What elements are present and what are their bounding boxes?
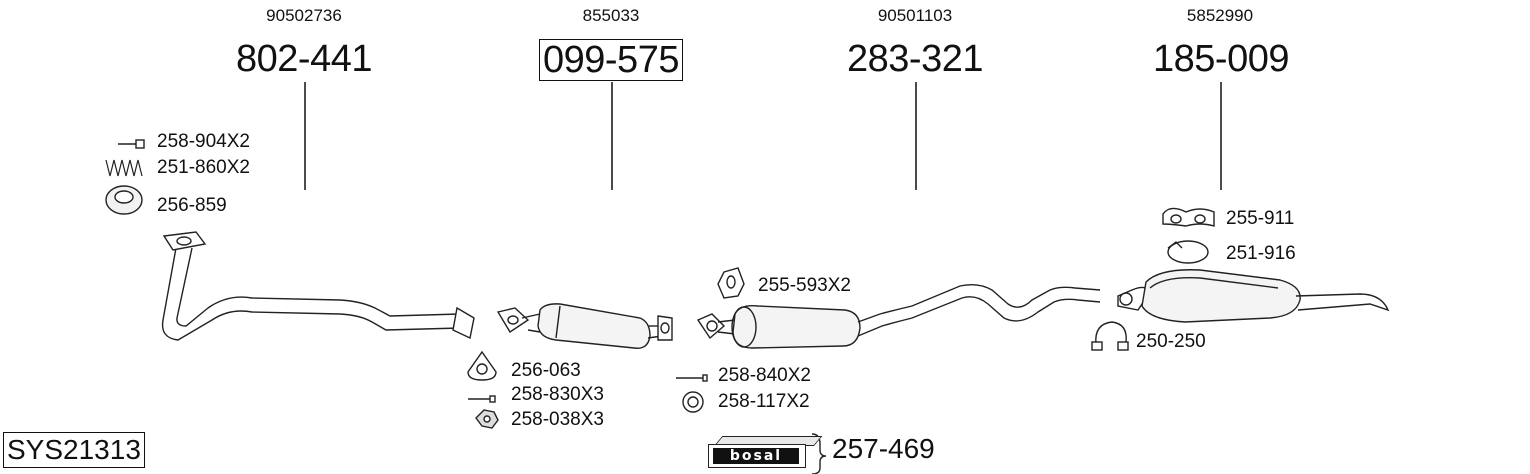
catalytic-converter — [496, 303, 673, 349]
label-spring[interactable]: 251-860X2 — [157, 157, 250, 178]
rubber-mount-icon — [717, 267, 745, 299]
oe-number-middle-silencer: 90501103 — [877, 6, 953, 25]
spring-icon — [105, 159, 143, 177]
leader-lines — [304, 82, 1222, 190]
part-number-front-pipe[interactable]: 802-441 — [236, 38, 372, 80]
label-ring-middle[interactable]: 258-117X2 — [718, 391, 810, 412]
oe-number-rear-silencer: 5852990 — [1186, 6, 1254, 25]
label-bolt-catalyst[interactable]: 258-830X3 — [511, 384, 604, 405]
bolt-icon-middle — [676, 374, 708, 382]
rear-silencer — [1117, 269, 1390, 323]
oe-number-catalyst: 855033 — [582, 6, 640, 25]
label-nut-catalyst[interactable]: 258-038X3 — [511, 409, 604, 430]
gasket-icon-catalyst — [467, 350, 497, 381]
part-number-rear-silencer[interactable]: 185-009 — [1153, 38, 1289, 80]
clamp-icon-connect — [1091, 321, 1129, 351]
kit-part-number[interactable]: 257-469 — [832, 433, 935, 464]
oe-number-front-pipe: 90502736 — [266, 6, 342, 25]
label-rubber-mount[interactable]: 255-593X2 — [758, 275, 851, 296]
part-number-middle-silencer[interactable]: 283-321 — [847, 38, 983, 80]
part-number-catalyst[interactable]: 099-575 — [539, 39, 683, 81]
clamp-icon-rear — [1167, 240, 1209, 264]
label-clamp-connect[interactable]: 250-250 — [1136, 331, 1206, 352]
bosal-logo: bosal — [713, 448, 799, 464]
front-pipe — [161, 231, 475, 341]
label-gasket-catalyst[interactable]: 256-063 — [511, 360, 581, 381]
hanger-icon-rear — [1162, 207, 1215, 227]
bolt-icon-front — [118, 139, 145, 149]
label-bolt-middle[interactable]: 258-840X2 — [718, 365, 811, 386]
middle-silencer — [696, 283, 1101, 349]
system-code: SYS21313 — [3, 432, 145, 468]
gasket-icon-front — [105, 185, 143, 215]
bolt-icon-catalyst — [468, 395, 496, 403]
nut-icon-catalyst — [475, 409, 499, 429]
kit-brace — [811, 433, 827, 474]
label-hanger-rear[interactable]: 255-911 — [1226, 208, 1295, 229]
bosal-kit-box: bosal — [708, 436, 823, 468]
label-bolt-front[interactable]: 258-904X2 — [157, 131, 250, 152]
ring-icon-middle — [682, 391, 704, 413]
label-gasket-front[interactable]: 256-859 — [157, 195, 227, 216]
label-clamp-rear[interactable]: 251-916 — [1226, 243, 1296, 264]
